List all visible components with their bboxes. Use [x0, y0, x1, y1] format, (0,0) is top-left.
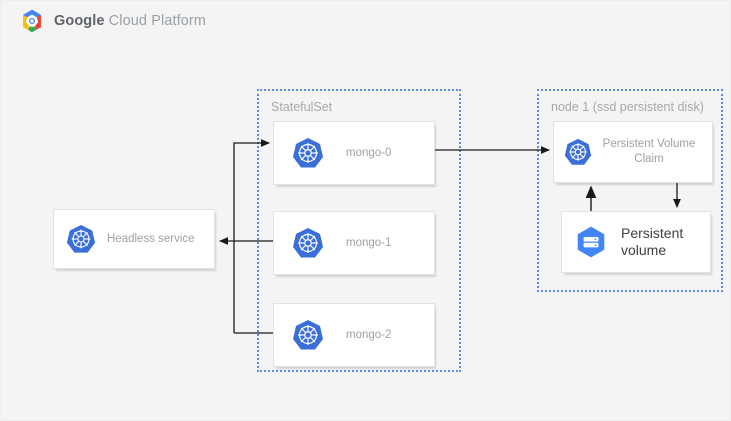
group-statefulset-label: StatefulSet — [271, 100, 333, 114]
card-mongo-1-label: mongo-1 — [346, 236, 392, 249]
group-node1-label: node 1 (ssd persistent disk) — [551, 100, 704, 114]
kubernetes-icon — [293, 228, 323, 258]
card-mongo-2[interactable]: mongo-2 — [273, 303, 435, 367]
card-persistent-volume-label: Persistent volume — [621, 224, 684, 258]
card-persistent-volume-claim-label: Persistent Volume Claim — [602, 138, 696, 165]
gcp-header: Google Cloud Platform — [19, 7, 206, 35]
kubernetes-icon — [564, 138, 592, 165]
card-mongo-0-label: mongo-0 — [346, 146, 392, 159]
card-mongo-2-label: mongo-2 — [346, 328, 392, 341]
card-headless-service[interactable]: Headless service — [53, 209, 215, 269]
kubernetes-icon — [293, 320, 323, 350]
card-mongo-0[interactable]: mongo-0 — [273, 121, 435, 185]
card-mongo-1[interactable]: mongo-1 — [273, 211, 435, 275]
group-node1: node 1 (ssd persistent disk) — [537, 89, 723, 292]
card-persistent-volume-claim[interactable]: Persistent Volume Claim — [553, 121, 713, 183]
gcp-wordmark-cloud-platform: Cloud Platform — [104, 13, 206, 29]
kubernetes-icon — [66, 224, 96, 253]
gcp-wordmark: Google Cloud Platform — [54, 13, 206, 29]
card-headless-service-label: Headless service — [107, 232, 195, 245]
google-cloud-platform-logo-icon — [23, 9, 41, 33]
card-persistent-volume[interactable]: Persistent volume — [561, 211, 711, 273]
kubernetes-icon — [293, 138, 323, 168]
gcp-wordmark-google: Google — [54, 13, 105, 29]
google-cloud-persistent-disk-icon — [577, 226, 605, 258]
